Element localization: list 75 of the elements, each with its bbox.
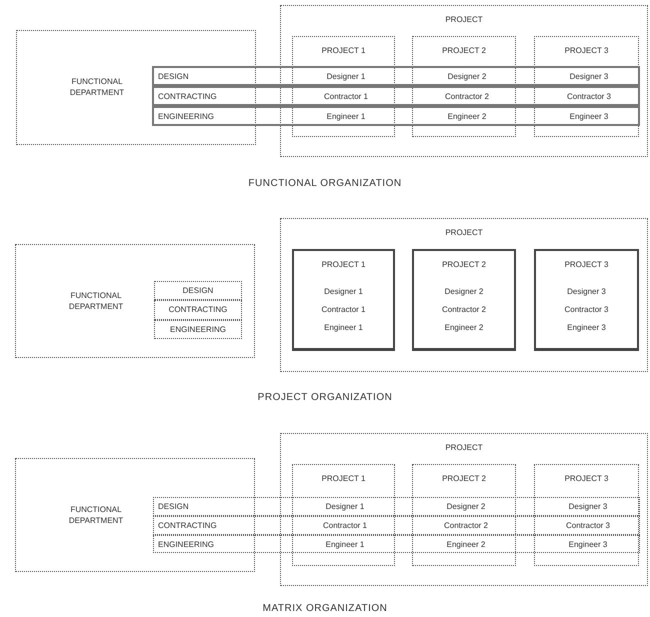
unit-name: CONTRACTING (168, 305, 228, 314)
figure-caption: PROJECT ORGANIZATION (258, 392, 392, 403)
column-title: PROJECT 3 (564, 46, 610, 55)
column-title: PROJECT 1 (320, 474, 366, 483)
member-name: Designer 1 (323, 287, 364, 296)
member-name: Engineer 2 (446, 112, 488, 121)
member-name: Contractor 1 (322, 521, 368, 530)
member-name: Designer 3 (568, 502, 608, 511)
member-name: Engineer 3 (566, 323, 607, 332)
project-group-box (280, 433, 648, 586)
group-title: PROJECT (444, 443, 484, 452)
column-title: PROJECT 2 (441, 46, 487, 55)
member-name: Contractor 1 (322, 92, 370, 101)
department-box (16, 30, 256, 145)
project-team-box (292, 249, 395, 351)
project-column-box (534, 464, 639, 566)
member-name: Contractor 3 (563, 305, 610, 314)
department-title: FUNCTIONAL DEPARTMENT (68, 504, 124, 526)
member-name: Contractor 3 (566, 92, 612, 101)
member-name: Engineer 1 (324, 540, 366, 549)
member-name: Engineer 1 (326, 112, 366, 121)
row-title: DESIGN (158, 502, 189, 511)
row-title: CONTRACTING (158, 92, 217, 101)
department-row (153, 516, 640, 535)
member-name: Contractor 1 (320, 305, 367, 314)
member-name: Engineer 1 (323, 323, 364, 332)
member-name: Contractor 2 (444, 92, 490, 101)
project-group-box (280, 5, 648, 157)
unit-name: ENGINEERING (168, 325, 227, 334)
member-name: Engineer 2 (446, 540, 486, 549)
column-title: PROJECT 2 (441, 260, 487, 269)
row-title: ENGINEERING (158, 540, 214, 549)
project-group-box (280, 218, 648, 372)
column-title: PROJECT 3 (564, 260, 610, 269)
row-title: ENGINEERING (158, 112, 214, 121)
member-name: Designer 1 (326, 72, 366, 81)
department-unit-box (154, 300, 242, 320)
department-title: FUNCTIONAL DEPARTMENT (68, 290, 124, 312)
group-title: PROJECT (444, 228, 484, 237)
department-row-band (152, 106, 640, 126)
project-column-box (292, 464, 395, 566)
column-title: PROJECT 1 (320, 46, 366, 55)
column-title: PROJECT 3 (564, 474, 610, 483)
member-name: Designer 3 (566, 287, 607, 296)
member-name: Designer 1 (324, 502, 366, 511)
department-row (153, 535, 640, 553)
project-team-box (534, 249, 639, 351)
department-box (15, 458, 255, 572)
member-name: Contractor 3 (564, 521, 612, 530)
member-name: Designer 2 (444, 287, 484, 296)
member-name: Designer 3 (568, 72, 610, 81)
member-name: Designer 2 (446, 502, 486, 511)
row-title: CONTRACTING (158, 521, 217, 530)
department-unit-box (154, 320, 242, 339)
row-title: DESIGN (158, 72, 189, 81)
department-row-band (152, 66, 640, 86)
department-row-band (152, 86, 640, 106)
member-name: Contractor 2 (442, 521, 490, 530)
member-name: Engineer 2 (444, 323, 484, 332)
column-title: PROJECT 1 (320, 260, 366, 269)
figure-caption: FUNCTIONAL ORGANIZATION (248, 178, 402, 189)
member-name: Engineer 3 (568, 540, 608, 549)
member-name: Engineer 3 (568, 112, 610, 121)
project-column-box (412, 464, 516, 566)
project-team-box (412, 249, 516, 351)
unit-name: DESIGN (182, 286, 214, 295)
department-unit-box (154, 281, 242, 300)
column-title: PROJECT 2 (441, 474, 487, 483)
member-name: Designer 2 (446, 72, 488, 81)
department-title: FUNCTIONAL DEPARTMENT (68, 76, 126, 98)
department-row (153, 497, 640, 516)
figure-caption: MATRIX ORGANIZATION (262, 603, 388, 614)
department-box (15, 244, 255, 358)
group-title: PROJECT (444, 15, 484, 24)
member-name: Contractor 2 (440, 305, 488, 314)
